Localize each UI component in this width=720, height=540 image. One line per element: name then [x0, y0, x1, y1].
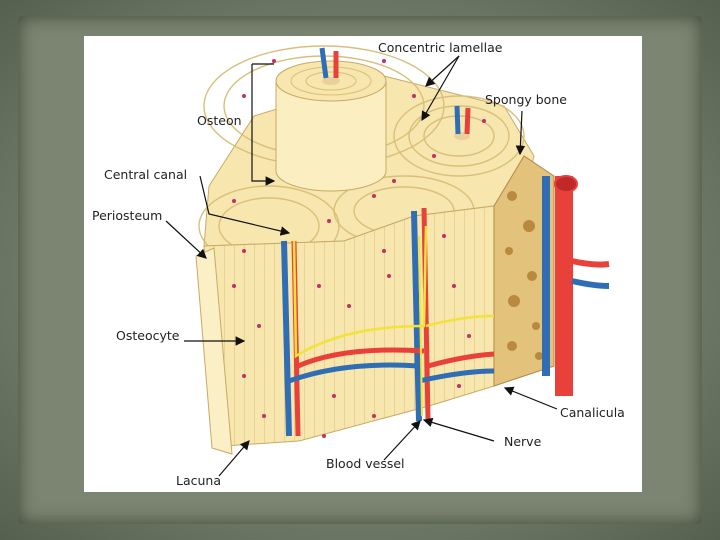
osteon-vein	[319, 47, 329, 79]
label-osteon: Osteon	[197, 113, 242, 128]
label-periosteum: Periosteum	[92, 208, 162, 223]
label-lacuna: Lacuna	[176, 473, 221, 488]
label-nerve: Nerve	[504, 434, 542, 449]
label-osteocyte: Osteocyte	[116, 328, 180, 343]
lacunae-dots	[232, 59, 486, 438]
label-canalicula: Canalicula	[560, 405, 625, 420]
label-blood-vessel: Blood vessel	[326, 456, 405, 471]
periosteum-layer	[195, 247, 233, 455]
artery-branch-1	[571, 258, 610, 268]
compact-bone-diagram: Concentric lamellae Spongy bone Osteon C…	[92, 40, 625, 488]
second-canal-vein	[454, 105, 461, 135]
front-vessels	[281, 207, 495, 437]
label-central-canal: Central canal	[104, 167, 187, 182]
vein-branch-1	[571, 278, 610, 289]
large-artery-opening	[554, 175, 578, 193]
bone-diagram-panel: Concentric lamellae Spongy bone Osteon C…	[84, 36, 642, 492]
spongy-bone-holes	[505, 191, 543, 360]
label-spongy-bone: Spongy bone	[485, 92, 567, 107]
second-canal-artery	[464, 107, 471, 135]
label-arrows	[165, 55, 558, 477]
osteon-cylinder	[275, 60, 387, 192]
label-concentric-lamellae: Concentric lamellae	[378, 40, 503, 55]
